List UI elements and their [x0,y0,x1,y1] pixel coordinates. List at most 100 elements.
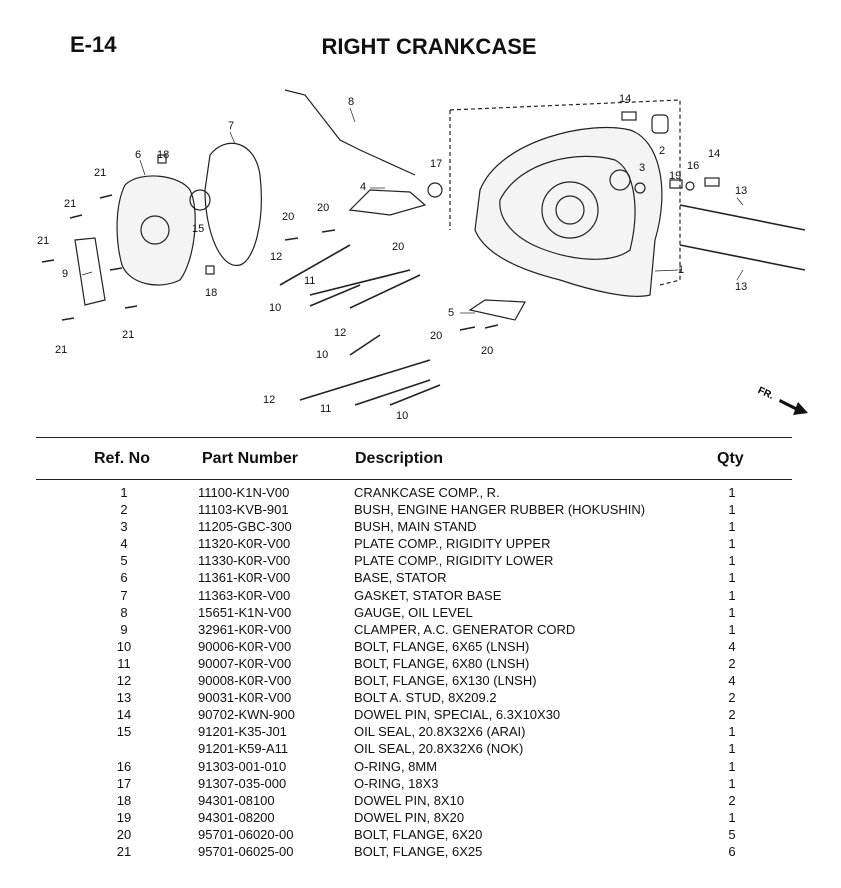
callout-number: 11 [320,403,331,415]
ref-cell: 4 [120,536,128,552]
description-cell: O-RING, 8MM [354,758,438,774]
callout-number: 21 [37,235,49,247]
callout-number: 14 [619,93,631,105]
callout-number: 10 [316,349,328,361]
dowel-pin-8x20-shape [669,179,683,189]
description-cell: CLAMPER, A.C. GENERATOR CORD [354,621,576,637]
upper-plate-shape [348,189,427,216]
part-number-cell: 11103-KVB-901 [198,502,289,518]
crankcase-shape [474,126,663,297]
qty-cell: 4 [728,638,736,654]
part-number-cell: 90008-K0R-V00 [198,673,292,689]
ref-cell: 5 [120,553,128,569]
callout-number: 1 [678,264,684,276]
part-number-cell: 91307-035-000 [198,775,287,791]
part-number-cell: 90031-K0R-V00 [198,690,292,706]
header-ref-no: Ref. No [94,450,150,467]
callout-number: 18 [205,287,217,299]
qty-cell: 1 [728,587,736,603]
callout-number: 3 [639,162,645,174]
description-cell: BASE, STATOR [354,570,447,586]
direction-label: FR. [758,385,775,402]
qty-cell: 1 [728,809,736,825]
table-row: 19 94301-08200 DOWEL PIN, 8X20 1 [0,809,841,826]
description-cell: GASKET, STATOR BASE [354,587,502,603]
qty-cell: 1 [728,775,736,791]
callout-numbers: 8 7 6 18 14 2 3 19 16 14 13 1 13 17 4 21… [37,93,747,422]
qty-cell: 1 [728,553,736,569]
description-cell: BOLT A. STUD, 8X209.2 [354,690,497,706]
table-top-rule [36,437,792,438]
part-number-cell: 11205-GBC-300 [198,519,292,535]
qty-cell: 2 [728,792,736,808]
page-title: RIGHT CRANKCASE [321,34,537,59]
part-number-cell: 11363-K0R-V00 [198,587,291,603]
callout-number: 12 [334,327,346,339]
part-number-cell: 11330-K0R-V00 [198,553,291,569]
dowel-pin-special-shape [704,177,720,187]
description-cell: OIL SEAL, 20.8X32X6 (ARAI) [354,724,526,740]
qty-cell: 4 [728,673,736,689]
o-ring-18x3-shape [427,182,443,198]
diagram-drawing: 8 7 6 18 14 2 3 19 16 14 13 1 13 17 4 21… [37,89,806,422]
part-number-cell: 91201-K35-J01 [198,724,287,740]
description-cell: GAUGE, OIL LEVEL [354,604,473,620]
ref-cell: 7 [120,587,128,603]
qty-cell: 1 [728,604,736,620]
qty-cell: 1 [728,758,736,774]
description-cell: DOWEL PIN, 8X10 [354,792,465,808]
qty-cell: 1 [728,502,736,518]
callout-number: 17 [430,158,442,170]
callout-number: 15 [192,223,204,235]
description-cell: BOLT, FLANGE, 6X80 (LNSH) [354,655,530,671]
ref-cell: 19 [116,809,132,825]
front-direction-indicator: FR. [756,385,810,422]
part-number-cell: 91303-001-010 [198,758,287,774]
callout-number: 6 [135,149,141,161]
ref-cell: 1 [120,485,128,500]
bush-shape [651,114,669,134]
ref-cell: 16 [116,758,132,774]
qty-cell: 2 [728,655,736,671]
qty-cell: 1 [728,741,736,757]
description-cell: BOLT, FLANGE, 6X130 (LNSH) [354,673,537,689]
clamper-shape [74,237,106,306]
dowel-pin-top-shape [157,154,167,164]
callout-number: 20 [481,345,493,357]
header-part-number: Part Number [202,450,299,467]
part-number-cell: 90006-K0R-V00 [198,638,292,654]
callout-number: 12 [263,394,275,406]
ref-cell: 11 [117,655,131,671]
qty-cell: 1 [728,536,736,552]
qty-cell: 1 [728,485,736,500]
description-cell: DOWEL PIN, 8X20 [354,809,465,825]
table-header-rule [36,479,792,480]
qty-cell: 1 [728,724,736,740]
callout-number: 19 [669,170,681,182]
qty-cell: 1 [728,519,736,535]
ref-cell: 15 [116,724,132,740]
callout-number: 21 [94,167,106,179]
part-number-cell: 15651-K1N-V00 [198,604,292,620]
qty-cell: 2 [728,707,736,723]
qty-cell: 6 [728,843,736,859]
ref-cell: 6 [120,570,128,586]
gasket-shape [204,142,262,266]
part-number-cell: 94301-08100 [198,792,275,808]
small-bolts-shape [41,194,499,331]
callout-number: 2 [659,145,665,157]
ref-cell: 21 [116,843,132,859]
ref-cell: 9 [120,621,128,637]
callout-number: 4 [360,181,366,193]
callout-number: 20 [317,202,329,214]
part-number-cell: 94301-08200 [198,809,275,825]
leader-lines [81,107,744,314]
